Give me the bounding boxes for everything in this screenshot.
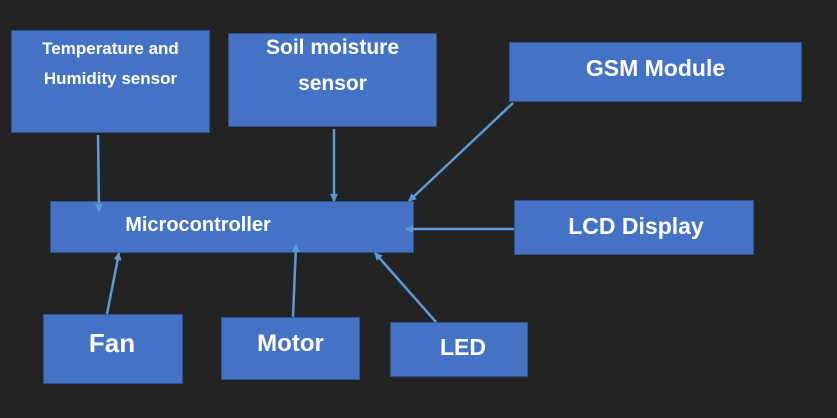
- gsm-module-box: GSM Module: [509, 42, 802, 102]
- arrow-motor-to-microcontroller: [291, 244, 300, 318]
- fan-label: Fan: [88, 327, 136, 358]
- fan-box: Fan: [43, 314, 183, 384]
- temperature-humidity-sensor-label: Temperature and Humidity sensor: [42, 39, 179, 103]
- microcontroller-box: Microcontroller: [50, 201, 414, 253]
- arrow-led-to-microcontroller: [374, 252, 437, 323]
- soil-moisture-label-line1: Soil moisture: [265, 36, 400, 59]
- soil-moisture-sensor-box: Soil moisture sensor: [228, 33, 437, 127]
- led-box: LED: [390, 322, 528, 377]
- temperature-humidity-sensor-box: Temperature and Humidity sensor: [11, 30, 210, 133]
- gsm-module-label: GSM Module: [585, 54, 726, 81]
- motor-label: Motor: [257, 329, 324, 357]
- motor-box: Motor: [221, 317, 360, 380]
- soil-moisture-label-line2: sensor: [298, 72, 367, 95]
- led-label: LED: [440, 334, 486, 360]
- arrow-fan-to-microcontroller: [105, 252, 122, 315]
- temperature-humidity-label-line1: Temperature and: [42, 38, 179, 58]
- microcontroller-label: Microcontroller: [125, 213, 271, 236]
- soil-moisture-sensor-label: Soil moisture sensor: [266, 36, 399, 109]
- arrow-temperature-to-microcontroller: [94, 134, 103, 212]
- temperature-humidity-label-line2: Humidity sensor: [43, 68, 178, 88]
- lcd-display-label: LCD Display: [568, 213, 704, 239]
- lcd-display-box: LCD Display: [514, 200, 754, 255]
